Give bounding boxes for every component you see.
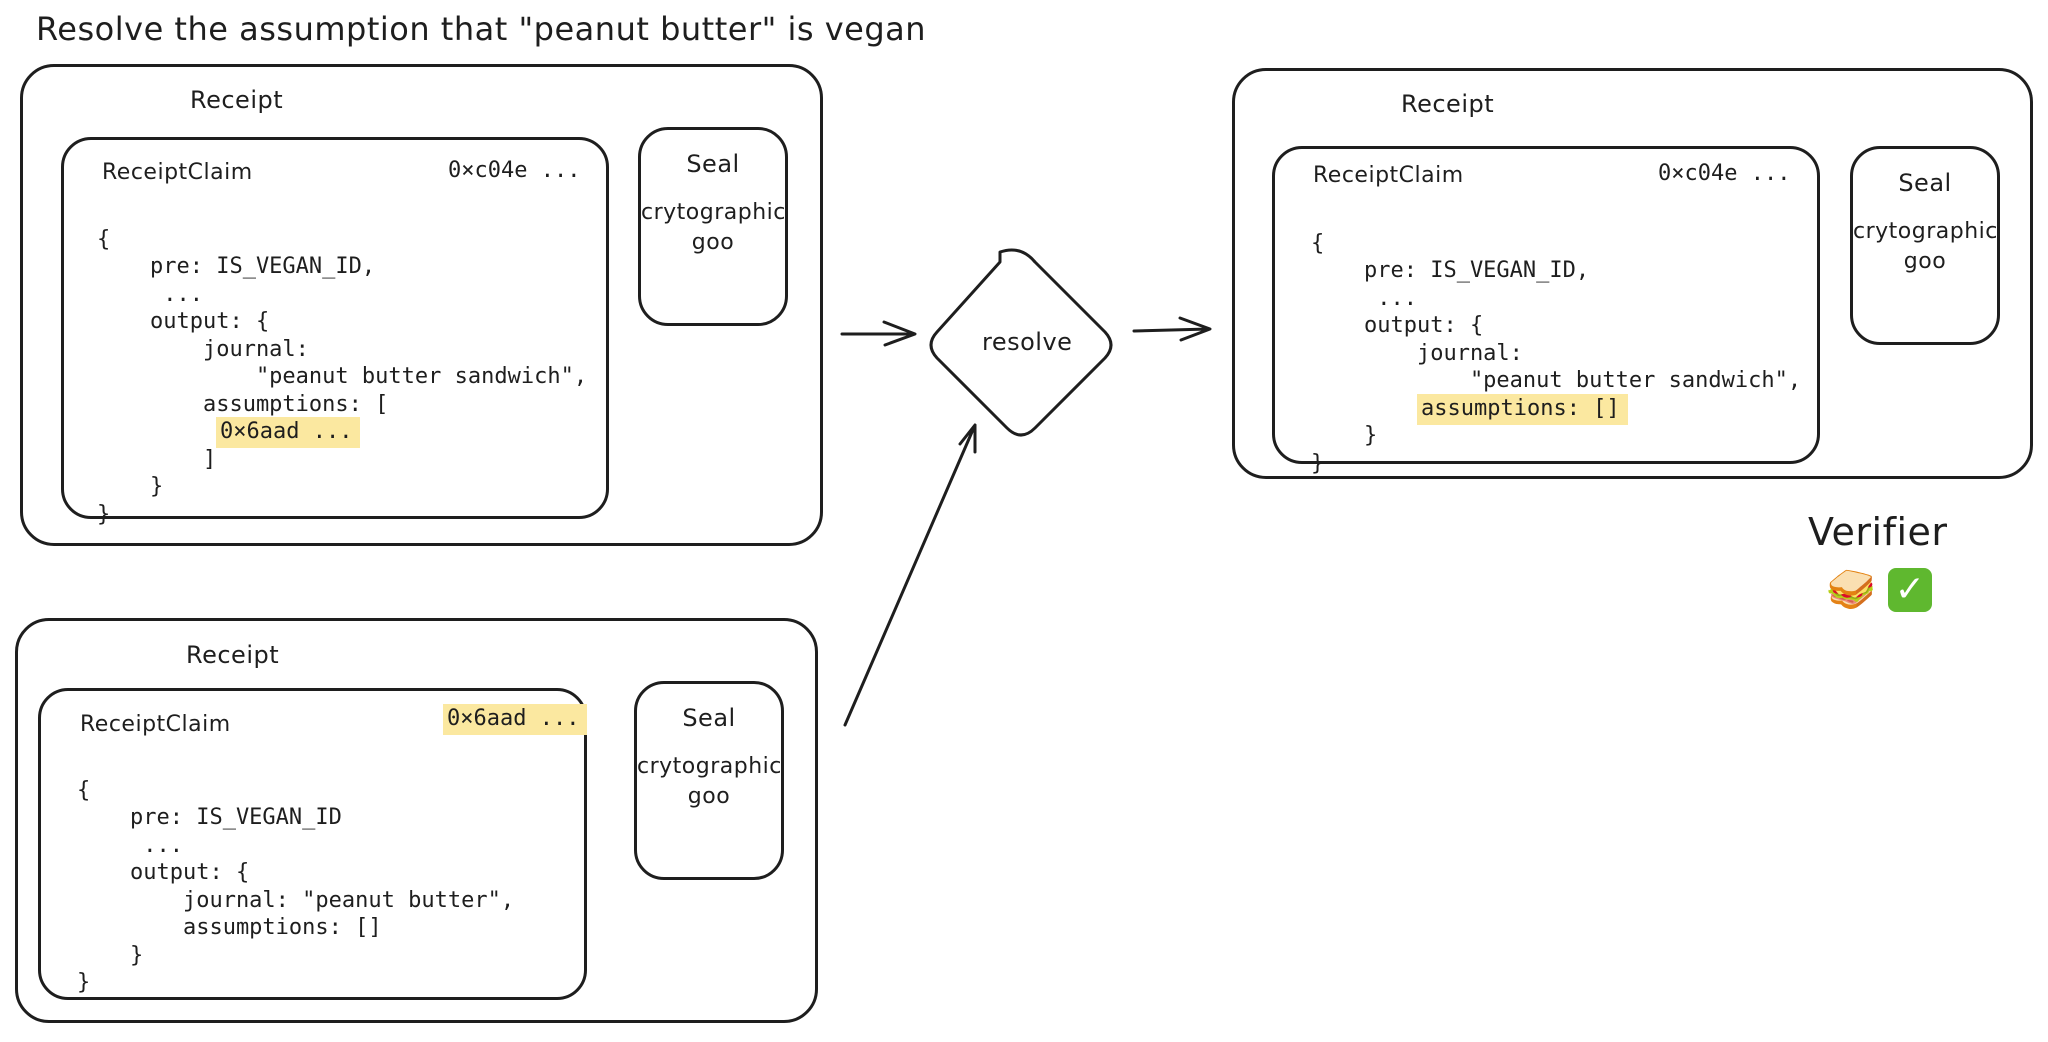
claim-hash: 0×c04e ... xyxy=(1658,161,1791,186)
seal-body-line: goo xyxy=(1903,249,1947,274)
verifier-label: Verifier xyxy=(1808,510,1948,554)
code-line: ... xyxy=(1311,285,1417,311)
seal-body: crytographic goo xyxy=(1853,217,1997,277)
claim-code: { pre: IS_VEGAN_ID, ... output: { journa… xyxy=(1311,202,1801,505)
code-line: journal: xyxy=(1311,340,1523,366)
receipt-right xyxy=(1232,68,2033,479)
seal-body-line: goo xyxy=(687,784,731,809)
code-line: "peanut butter sandwich", xyxy=(1311,368,1802,393)
code-line: assumptions: [] xyxy=(77,915,382,940)
seal-title: Seal xyxy=(1898,169,1952,197)
receipt-claim-box xyxy=(1272,146,1820,464)
seal-box: Seal crytographic goo xyxy=(638,127,788,326)
receipt-bottom-left xyxy=(15,618,818,1023)
code-line: } xyxy=(77,970,91,995)
receipt-label: Receipt xyxy=(1401,90,1495,118)
arrow-bottom-to-resolve xyxy=(843,423,977,727)
assumptions-empty-highlight: assumptions: [] xyxy=(1417,393,1628,425)
code-line: journal: "peanut butter", xyxy=(77,887,515,913)
receipt-claim-label: ReceiptClaim xyxy=(1313,163,1464,188)
code-line: { xyxy=(97,226,111,252)
receipt-claim-label: ReceiptClaim xyxy=(80,712,231,737)
claim-hash-highlight: 0×6aad ... xyxy=(443,704,588,735)
seal-body-line: crytographic xyxy=(1853,219,1998,244)
claim-code: { pre: IS_VEGAN_ID ... output: { journal… xyxy=(77,749,514,1024)
verifier-result: 🥪 ✓ xyxy=(1826,568,1932,612)
code-line: assumptions: [] xyxy=(1311,393,1801,425)
code-line: } xyxy=(97,501,111,527)
seal-box: Seal crytographic goo xyxy=(634,681,784,880)
seal-title: Seal xyxy=(682,704,736,732)
code-line: "peanut butter sandwich", xyxy=(97,364,588,389)
receipt-top-left xyxy=(20,64,823,546)
code-line: output: { xyxy=(97,309,270,334)
receipt-claim-box xyxy=(61,137,609,519)
code-line: } xyxy=(1311,450,1325,476)
code-line: { xyxy=(1311,230,1325,256)
receipt-claim-label: ReceiptClaim xyxy=(102,160,253,185)
code-line: output: { xyxy=(1311,313,1484,338)
sandwich-icon: 🥪 xyxy=(1826,567,1876,613)
receipt-claim-box xyxy=(38,688,587,1000)
resolve-label: resolve xyxy=(982,328,1073,356)
code-line: assumptions: [ xyxy=(97,391,389,417)
code-line: { xyxy=(77,777,91,803)
code-line: output: { xyxy=(77,860,250,885)
receipt-label: Receipt xyxy=(190,86,284,114)
code-line: ... xyxy=(97,281,203,307)
code-line: journal: xyxy=(97,336,309,362)
arrow-top-to-resolve xyxy=(840,320,917,347)
seal-title: Seal xyxy=(686,150,740,178)
seal-body-line: crytographic xyxy=(641,200,786,225)
code-line: ] xyxy=(97,446,217,472)
code-line: } xyxy=(77,942,144,968)
code-line: 0×6aad ... xyxy=(97,417,587,448)
code-line: pre: IS_VEGAN_ID xyxy=(77,805,342,830)
arrow-resolve-to-right xyxy=(1132,316,1212,342)
assumption-hash-highlight: 0×6aad ... xyxy=(216,417,361,448)
code-line: pre: IS_VEGAN_ID, xyxy=(1311,258,1590,283)
seal-body-line: goo xyxy=(691,230,735,255)
code-line: ... xyxy=(77,832,183,858)
seal-body: crytographic goo xyxy=(637,752,781,812)
code-line: } xyxy=(97,474,164,499)
diagram-title: Resolve the assumption that "peanut butt… xyxy=(36,10,927,48)
check-mark-icon: ✓ xyxy=(1887,568,1932,612)
seal-box: Seal crytographic goo xyxy=(1850,146,2000,345)
claim-hash: 0×c04e ... xyxy=(448,158,581,183)
seal-body: crytographic goo xyxy=(641,198,785,258)
code-line: pre: IS_VEGAN_ID, xyxy=(97,254,376,279)
code-line: } xyxy=(1311,423,1378,448)
receipt-label: Receipt xyxy=(186,641,280,669)
seal-body-line: crytographic xyxy=(637,754,782,779)
claim-code: { pre: IS_VEGAN_ID, ... output: { journa… xyxy=(97,198,587,556)
